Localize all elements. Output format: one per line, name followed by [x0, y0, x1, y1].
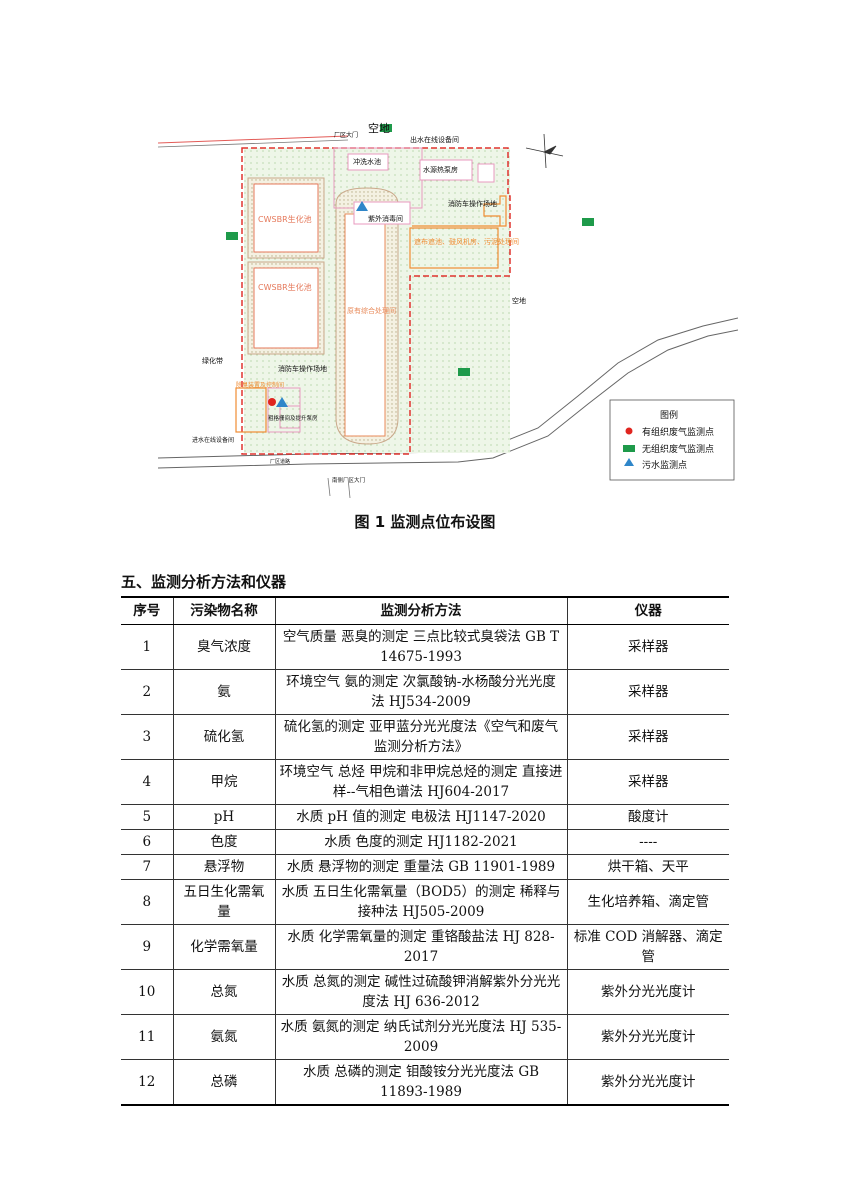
map-label-bottom-gate: 南侧厂区大门 — [332, 478, 366, 484]
figure-caption: 图 1 监测点位布设图 — [354, 513, 496, 531]
legend-item-unorganized-gas: 无组织废气监测点 — [642, 445, 715, 455]
cell-method: 环境空气 总烃 甲烷和非甲烷总烃的测定 直接进样--气相色谱法 HJ604-20… — [274, 759, 568, 805]
map-label-outlet-station: 出水在线设备间 — [410, 136, 459, 144]
table-row: 5 pH 水质 pH 值的测定 电极法 HJ1147-2020 酸度计 — [121, 804, 729, 830]
map-label-factory-gate: 厂区大门 — [334, 132, 359, 139]
header-instrument: 仪器 — [566, 596, 729, 625]
table-row: 2 氨 环境空气 氨的测定 次氯酸钠-水杨酸分光光度法 HJ534-2009 采… — [121, 669, 729, 715]
cell-instrument: 烘干箱、天平 — [566, 854, 729, 880]
cell-pollutant: 悬浮物 — [172, 854, 276, 880]
table-row: 12 总磷 水质 总磷的测定 钼酸铵分光光度法 GB 11893-1989 紫外… — [121, 1059, 729, 1106]
header-no: 序号 — [121, 596, 174, 625]
cell-pollutant: 化学需氧量 — [172, 924, 276, 970]
cell-pollutant: 氨氮 — [172, 1014, 276, 1060]
cell-instrument: 酸度计 — [566, 804, 729, 830]
cell-no: 10 — [121, 969, 174, 1015]
cell-pollutant: 甲烷 — [172, 759, 276, 805]
map-label-cwsbr-1: CWSBR生化池 — [258, 215, 312, 224]
table-header-row: 序号 污染物名称 监测分析方法 仪器 — [121, 596, 729, 625]
legend-title: 图例 — [660, 411, 679, 421]
cell-method: 环境空气 氨的测定 次氯酸钠-水杨酸分光光度法 HJ534-2009 — [274, 669, 568, 715]
cell-instrument: 紫外分光光度计 — [566, 969, 729, 1015]
cell-instrument: ---- — [566, 829, 729, 855]
cell-method: 水质 五日生化需氧量（BOD5）的测定 稀释与接种法 HJ505-2009 — [274, 879, 568, 925]
table-row: 3 硫化氢 硫化氢的测定 亚甲蓝分光光度法《空气和废气监测分析方法》 采样器 — [121, 714, 729, 760]
map-label-road: 厂区道路 — [270, 459, 291, 465]
cell-pollutant: 五日生化需氧量 — [172, 879, 276, 925]
map-label-screen-room: 粗格栅间及提升泵房 — [268, 416, 318, 422]
cell-instrument: 采样器 — [566, 669, 729, 715]
header-method: 监测分析方法 — [274, 596, 568, 625]
cell-instrument: 标准 COD 消解器、滴定管 — [566, 924, 729, 970]
cell-pollutant: 总氮 — [172, 969, 276, 1015]
cell-method: 水质 总氮的测定 碱性过硫酸钾消解紫外分光光度法 HJ 636-2012 — [274, 969, 568, 1015]
cell-instrument: 生化培养箱、滴定管 — [566, 879, 729, 925]
map-label-greenbelt: 绿化带 — [202, 357, 223, 365]
table-row: 1 臭气浓度 空气质量 恶臭的测定 三点比较式臭袋法 GB T 14675-19… — [121, 624, 729, 670]
legend-item-wastewater: 污水监测点 — [642, 461, 688, 471]
map-label-water-heat-pump: 水源热泵房 — [423, 166, 458, 174]
cell-pollutant: 臭气浓度 — [172, 624, 276, 670]
cell-method: 水质 悬浮物的测定 重量法 GB 11901-1989 — [274, 854, 568, 880]
table-row: 9 化学需氧量 水质 化学需氧量的测定 重铬酸盐法 HJ 828-2017 标准… — [121, 924, 729, 970]
map-label-fire-area-bottom: 消防车操作场地 — [278, 365, 327, 373]
cell-no: 8 — [121, 879, 174, 925]
map-label-flush-pool: 冲洗水池 — [353, 158, 381, 166]
cell-instrument: 采样器 — [566, 624, 729, 670]
cell-no: 6 — [121, 829, 174, 855]
cell-no: 12 — [121, 1059, 174, 1106]
green-marker-top — [380, 124, 392, 132]
table-row: 7 悬浮物 水质 悬浮物的测定 重量法 GB 11901-1989 烘干箱、天平 — [121, 854, 729, 880]
cell-no: 7 — [121, 854, 174, 880]
map-label-cwsbr-2: CWSBR生化池 — [258, 283, 312, 292]
cell-method: 水质 化学需氧量的测定 重铬酸盐法 HJ 828-2017 — [274, 924, 568, 970]
section-title: 五、监测分析方法和仪器 — [121, 573, 287, 591]
map-label-inlet-station: 进水在线设备间 — [192, 437, 235, 444]
cell-no: 9 — [121, 924, 174, 970]
cell-method: 水质 色度的测定 HJ1182-2021 — [274, 829, 568, 855]
cell-method: 水质 总磷的测定 钼酸铵分光光度法 GB 11893-1989 — [274, 1059, 568, 1106]
table-row: 6 色度 水质 色度的测定 HJ1182-2021 ---- — [121, 829, 729, 855]
map-label-fire-area-right: 消防车操作场地 — [448, 200, 497, 208]
cell-no: 3 — [121, 714, 174, 760]
cell-no: 5 — [121, 804, 174, 830]
map-label-existing-building: 原有综合处理间 — [347, 307, 396, 315]
cell-instrument: 采样器 — [566, 714, 729, 760]
cell-no: 11 — [121, 1014, 174, 1060]
cell-pollutant: 总磷 — [172, 1059, 276, 1106]
table-row: 11 氨氮 水质 氨氮的测定 纳氏试剂分光光度法 HJ 535-2009 紫外分… — [121, 1014, 729, 1060]
cell-pollutant: pH — [172, 804, 276, 830]
cell-method: 硫化氢的测定 亚甲蓝分光光度法《空气和废气监测分析方法》 — [274, 714, 568, 760]
map-label-orange-left: 除臭装置及控制间 — [236, 382, 285, 389]
monitoring-site-map: 空地 厂区大门 出水在线设备间 冲洗水池 水源热泵房 紫外消毒间 消防车操作场地… — [157, 118, 739, 500]
site-plan-drawing — [157, 124, 739, 499]
table-row: 4 甲烷 环境空气 总烃 甲烷和非甲烷总烃的测定 直接进样--气相色谱法 HJ6… — [121, 759, 729, 805]
methods-table: 序号 污染物名称 监测分析方法 仪器 1 臭气浓度 空气质量 恶臭的测定 三点比… — [121, 596, 729, 1106]
cell-method: 水质 氨氮的测定 纳氏试剂分光光度法 HJ 535-2009 — [274, 1014, 568, 1060]
cell-no: 4 — [121, 759, 174, 805]
cell-pollutant: 硫化氢 — [172, 714, 276, 760]
map-label-orange-right: 遮布遮池、鼓风机房、污泥处理间 — [414, 238, 519, 246]
cell-pollutant: 色度 — [172, 829, 276, 855]
cell-instrument: 采样器 — [566, 759, 729, 805]
map-label-open-land-right: 空地 — [512, 297, 526, 305]
table-row: 10 总氮 水质 总氮的测定 碱性过硫酸钾消解紫外分光光度法 HJ 636-20… — [121, 969, 729, 1015]
cell-no: 2 — [121, 669, 174, 715]
map-label-open-land-top: 空地 — [368, 122, 390, 135]
cell-no: 1 — [121, 624, 174, 670]
map-label-uv-room: 紫外消毒间 — [368, 215, 403, 223]
cell-pollutant: 氨 — [172, 669, 276, 715]
cell-instrument: 紫外分光光度计 — [566, 1014, 729, 1060]
cell-method: 水质 pH 值的测定 电极法 HJ1147-2020 — [274, 804, 568, 830]
cell-instrument: 紫外分光光度计 — [566, 1059, 729, 1106]
header-pollutant: 污染物名称 — [172, 596, 276, 625]
table-row: 8 五日生化需氧量 水质 五日生化需氧量（BOD5）的测定 稀释与接种法 HJ5… — [121, 879, 729, 925]
cell-method: 空气质量 恶臭的测定 三点比较式臭袋法 GB T 14675-1993 — [274, 624, 568, 670]
legend-item-organized-gas: 有组织废气监测点 — [642, 428, 715, 438]
